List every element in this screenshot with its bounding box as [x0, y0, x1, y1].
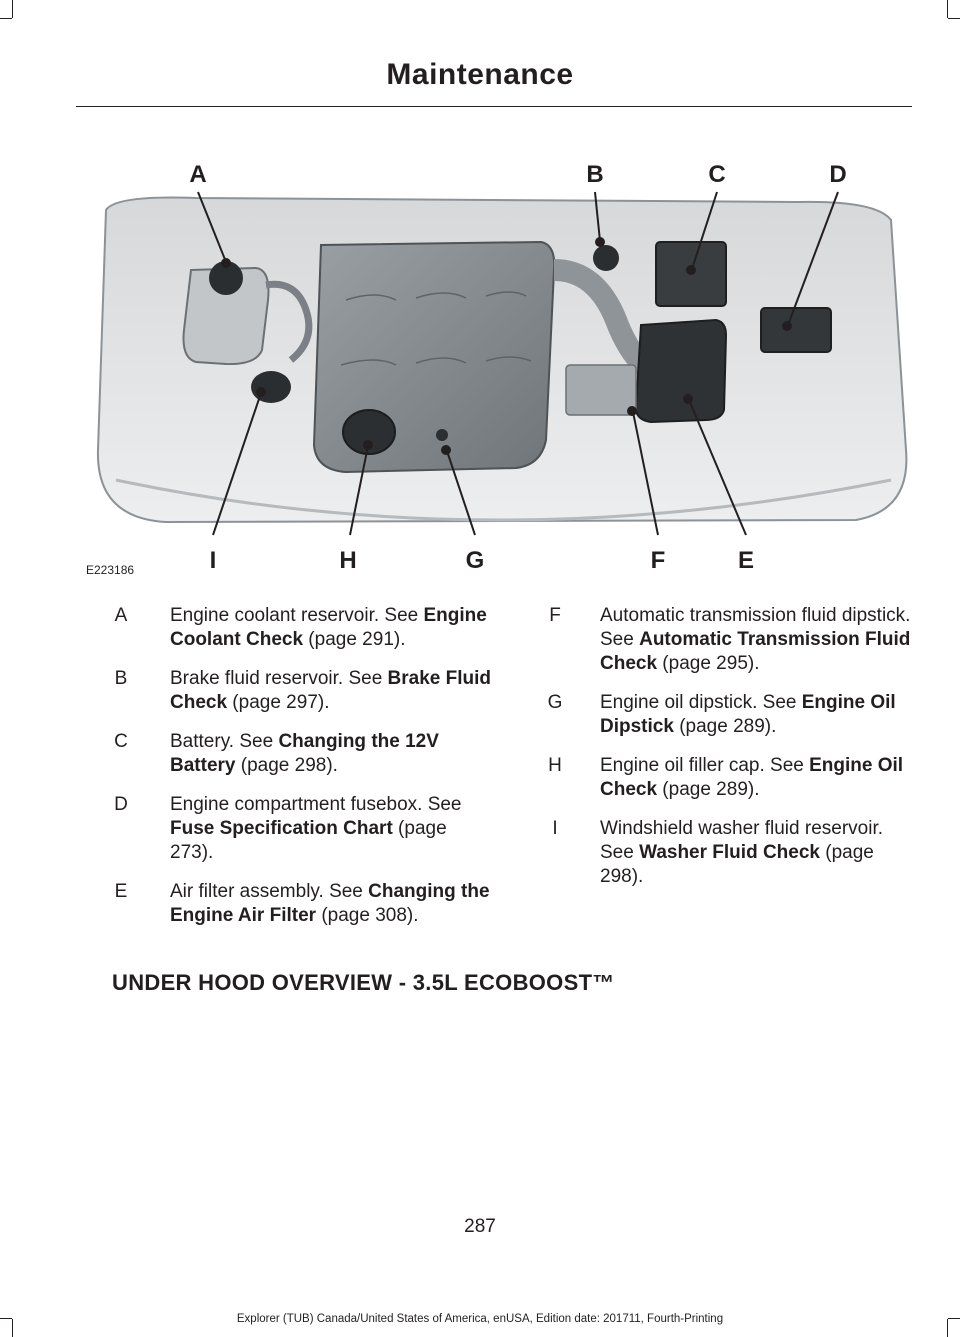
callout-i: I	[210, 547, 217, 574]
legend-item-i: I Windshield washer fluid reservoir. See…	[542, 817, 922, 889]
header-divider	[76, 106, 912, 107]
legend-text: Automatic transmission fluid dipstick. S…	[600, 605, 911, 650]
legend-page: (page 295).	[657, 653, 760, 674]
legend-letter: C	[114, 731, 128, 752]
legend-item-c: C Battery. See Changing the 12V Battery …	[112, 730, 492, 778]
callout-d: D	[829, 161, 846, 188]
callout-b: B	[586, 161, 603, 188]
page-number: 287	[464, 1216, 496, 1237]
legend-link[interactable]: Changing the 12V Battery	[170, 731, 439, 776]
legend-link[interactable]: Engine Oil Check	[600, 755, 904, 800]
brake-reservoir-cap	[593, 245, 619, 271]
legend-text: Battery. See	[170, 731, 279, 752]
legend-link[interactable]: Brake Fluid Check	[170, 668, 492, 713]
callout-a: A	[189, 161, 206, 188]
engine-cover-ribs	[340, 291, 532, 366]
legend-letter: E	[114, 881, 128, 902]
legend-text: Engine oil dipstick. See	[600, 692, 802, 713]
coolant-cap	[209, 261, 243, 295]
engine-bay-illustration: A B C D E F G H I	[76, 150, 912, 582]
crop-mark	[12, 0, 13, 18]
legend-left-column: A Engine coolant reservoir. See Engine C…	[112, 604, 492, 943]
callout-g: G	[466, 547, 485, 574]
legend-text: Windshield washer fluid reservoir. See	[600, 818, 884, 863]
crop-mark	[947, 1319, 948, 1337]
crop-mark	[947, 0, 948, 18]
legend-text: Engine compartment fusebox. See	[170, 794, 462, 815]
section-heading: UNDER HOOD OVERVIEW - 3.5L ECOBOOST™	[112, 970, 615, 995]
legend-item-d: D Engine compartment fusebox. See Fuse S…	[112, 793, 492, 865]
transmission-area	[565, 364, 637, 416]
legend-text: Brake fluid reservoir. See	[170, 668, 388, 689]
legend-item-f: F Automatic transmission fluid dipstick.…	[542, 604, 922, 676]
legend-page: (page 298).	[600, 842, 874, 887]
legend-letter: F	[549, 605, 561, 626]
washer-reservoir-cap	[251, 371, 291, 403]
crop-mark	[12, 1319, 13, 1337]
legend-letter: H	[548, 755, 562, 776]
figure-id: E223186	[86, 563, 135, 577]
legend-page: (page 291).	[303, 629, 406, 650]
callout-leaders	[197, 191, 839, 536]
legend-page: (page 289).	[657, 779, 760, 800]
legend-letter: G	[547, 692, 563, 713]
legend-link[interactable]: Engine Oil Dipstick	[600, 692, 896, 737]
crop-mark	[0, 18, 12, 19]
legend-link[interactable]: Changing the Engine Air Filter	[170, 881, 490, 926]
legend-link[interactable]: Fuse Specification Chart	[170, 818, 393, 839]
legend-page: (page 297).	[227, 692, 330, 713]
legend-link[interactable]: Engine Coolant Check	[170, 605, 487, 650]
legend-page: (page 308).	[316, 905, 419, 926]
legend-link[interactable]: Automatic Transmission Fluid Check	[600, 629, 911, 674]
legend-text: Engine oil filler cap. See	[600, 755, 810, 776]
page-footer: Explorer (TUB) Canada/United States of A…	[236, 1313, 724, 1325]
callout-f: F	[651, 547, 666, 574]
oil-dipstick	[436, 429, 448, 441]
legend-item-g: G Engine oil dipstick. See Engine Oil Di…	[542, 691, 922, 739]
crop-mark	[0, 1318, 12, 1319]
hose	[265, 280, 313, 363]
legend-item-a: A Engine coolant reservoir. See Engine C…	[112, 604, 492, 652]
legend-item-b: B Brake fluid reservoir. See Brake Fluid…	[112, 667, 492, 715]
legend-page: (page 298).	[235, 755, 338, 776]
callout-c: C	[708, 161, 725, 188]
crop-mark	[948, 1318, 960, 1319]
legend-item-h: H Engine oil filler cap. See Engine Oil …	[542, 754, 922, 802]
legend-right-column: F Automatic transmission fluid dipstick.…	[542, 604, 922, 904]
legend-page: (page 273).	[170, 818, 447, 863]
page-title: Maintenance	[386, 58, 574, 91]
engine-bay-svg: A B C D E F G H I	[96, 161, 908, 574]
crop-mark	[948, 18, 960, 19]
legend-page: (page 289).	[673, 716, 777, 737]
callout-e: E	[738, 547, 754, 574]
callout-h: H	[339, 547, 356, 574]
coolant-reservoir	[182, 266, 270, 366]
legend-text: Air filter assembly. See	[170, 881, 369, 902]
legend-letter: D	[114, 794, 128, 815]
air-filter-box	[634, 318, 728, 424]
fuse-box	[760, 307, 832, 353]
legend-letter: A	[114, 605, 128, 626]
oil-filler-cap	[342, 409, 396, 455]
legend-link[interactable]: Washer Fluid Check	[639, 842, 820, 863]
legend-text: Engine coolant reservoir. See	[170, 605, 424, 626]
legend-letter: B	[114, 668, 128, 689]
legend-item-e: E Air filter assembly. See Changing the …	[112, 880, 492, 928]
legend-letter: I	[552, 818, 558, 839]
